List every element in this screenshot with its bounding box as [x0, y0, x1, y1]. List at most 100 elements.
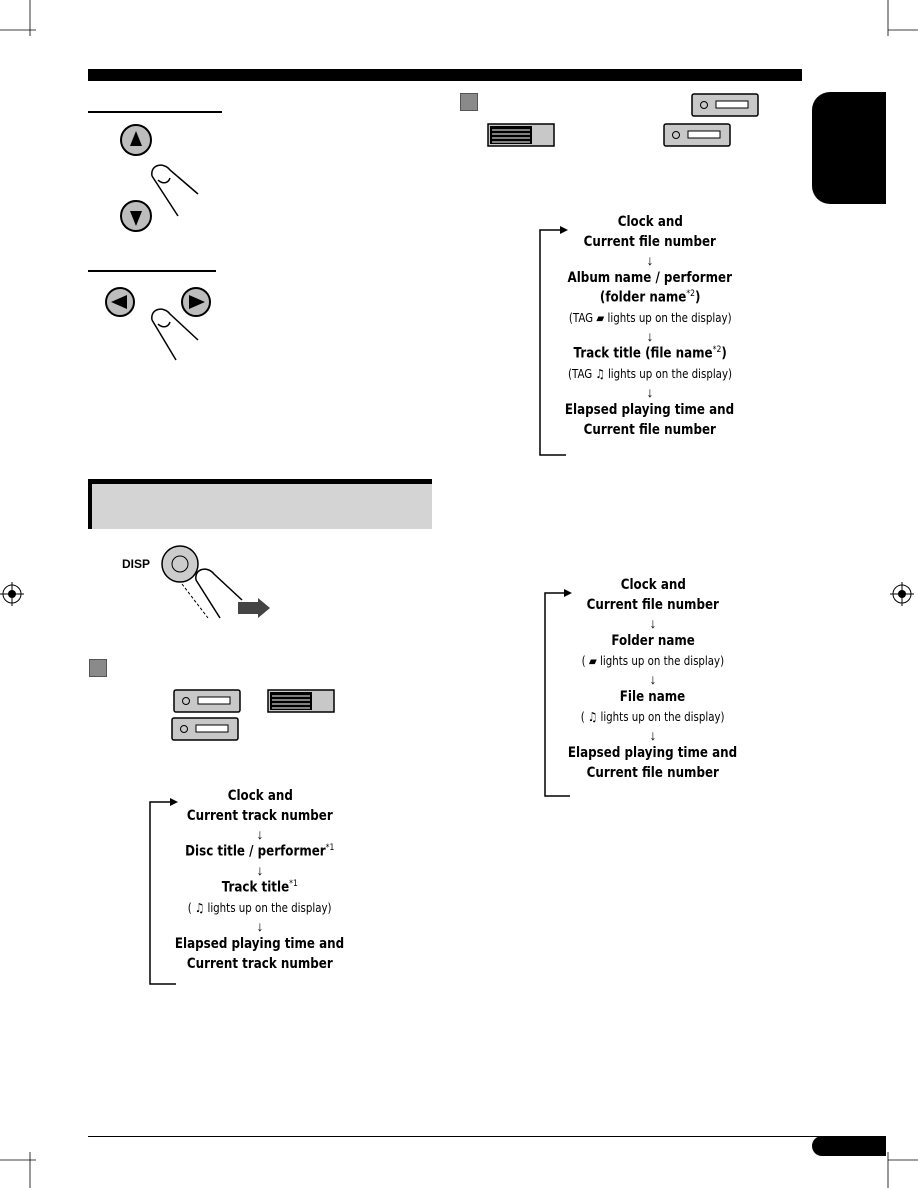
flow-step-text: (TAG ▰ lights up on the display)	[568, 310, 732, 325]
flow-step: Track title (file name*2) (TAG ♫ lights u…	[540, 344, 760, 384]
down-arrow-icon: ↓	[646, 384, 654, 400]
footnote-marker: *1	[289, 879, 299, 890]
flow-step: Disc title / performer*1	[150, 842, 370, 862]
changer-icon	[267, 689, 335, 713]
cd-unit-icon-2	[663, 123, 731, 147]
source-icons-right	[487, 93, 759, 147]
flow-step-text: (folder name*2)	[599, 289, 701, 306]
flow-step-line: Current file number	[540, 232, 760, 252]
left-button-icon	[105, 287, 135, 317]
flow-step-text: ( ▰ lights up on the display)	[581, 653, 725, 668]
flow-step-text: Disc title / performer*1	[185, 843, 335, 860]
press-arrow-icon	[238, 598, 270, 618]
flow-step-text: Current track number	[187, 808, 333, 824]
left-right-buttons-illustration	[105, 287, 211, 361]
down-arrow-icon: ↓	[256, 826, 264, 842]
section-heading-box	[88, 479, 432, 529]
page-number-pill	[812, 1136, 886, 1156]
language-tab	[812, 92, 886, 204]
flow-step-line: Track title (file name*2)	[540, 344, 760, 364]
flow-step-line: Clock and	[540, 212, 760, 232]
flow-step-line: Current track number	[150, 806, 370, 826]
flow-step-text: Current file number	[583, 422, 717, 438]
flow-step-text: Clock and	[617, 214, 683, 230]
up-button-icon	[120, 124, 152, 156]
down-arrow-icon: ↓	[256, 918, 264, 934]
down-arrow-icon: ↓	[646, 328, 654, 344]
flow-step-text: Clock and	[227, 788, 293, 804]
footnote-marker: *2	[686, 289, 695, 300]
up-down-buttons-illustration	[120, 124, 199, 232]
closing-paren: )	[694, 290, 701, 306]
flow-step-line: Current file number	[543, 763, 763, 783]
down-arrow-icon: ↓	[649, 615, 657, 631]
disp-label: DISP	[122, 557, 151, 571]
flow-step-text: Current file number	[586, 765, 720, 781]
down-arrow-icon: ↓	[646, 252, 654, 268]
flow-step: Album name / performer (folder name*2) (TA…	[540, 268, 760, 328]
registration-mark-right	[890, 582, 914, 606]
registration-mark-left	[0, 582, 24, 606]
flow-step-line: Current file number	[543, 595, 763, 615]
closing-paren: )	[721, 346, 727, 362]
flow-step-text: Folder name	[611, 633, 695, 649]
footer-rule	[88, 1136, 884, 1137]
step-marker	[89, 659, 107, 677]
flow-step-line: Track title*1	[150, 878, 370, 898]
flow-step-line: Folder name	[543, 631, 763, 651]
step-marker	[460, 93, 478, 111]
down-arrow-icon: ↓	[649, 671, 657, 687]
flow-step-line: Elapsed playing time and	[150, 934, 370, 954]
down-arrow-icon: ↓	[649, 727, 657, 743]
flow-step: Folder name ( ▰ lights up on the display)	[543, 631, 763, 671]
flow-step-line: Elapsed playing time and	[543, 743, 763, 763]
down-button-icon	[120, 200, 152, 232]
cd-unit-icon-2	[171, 717, 239, 741]
flow-step-text: Album name / performer	[567, 270, 733, 286]
cd-unit-icon	[691, 93, 759, 117]
loop-bracket-left	[149, 801, 176, 985]
finger-icon	[195, 568, 243, 619]
flow-step-text: Track title (file name*2)	[573, 345, 727, 362]
flow-step-line: (TAG ♫ lights up on the display)	[540, 364, 760, 384]
section-rule-2	[88, 270, 216, 272]
flow-step-text: Elapsed playing time and	[175, 936, 345, 952]
right-button-icon	[181, 287, 211, 317]
finger-icon	[151, 308, 199, 361]
down-arrow-icon: ↓	[256, 862, 264, 878]
flow-step-line: Album name / performer	[540, 268, 760, 288]
flow-step-line: ( ♫ lights up on the display)	[543, 707, 763, 727]
flow-step-line: Current track number	[150, 954, 370, 974]
changer-icon	[487, 123, 555, 147]
flow-step-line: Disc title / performer*1	[150, 842, 370, 862]
flow-step-text: File name	[620, 689, 686, 705]
flow-step-text: Clock and	[620, 577, 686, 593]
flow-step-text: ( ♫ lights up on the display)	[581, 709, 725, 724]
flow-step-line: Elapsed playing time and	[540, 400, 760, 420]
cd-unit-icon	[173, 689, 241, 713]
source-icons-left	[171, 689, 335, 741]
flow-step-text: (TAG ♫ lights up on the display)	[567, 366, 733, 381]
flow-step: File name ( ♫ lights up on the display)	[543, 687, 763, 727]
flow-step-text: Current track number	[187, 956, 333, 972]
finger-icon	[151, 164, 199, 217]
flow-step-line: ( ♫ lights up on the display)	[150, 898, 370, 918]
disp-button-icon	[161, 545, 199, 583]
flow-step-line: Clock and	[543, 575, 763, 595]
flow-step-text: Track title*1	[221, 879, 299, 896]
header-bar	[88, 69, 802, 81]
disp-button-illustration	[161, 545, 270, 619]
flow-step-line: File name	[543, 687, 763, 707]
flow-step-text: ( ♫ lights up on the display)	[188, 900, 332, 915]
loop-bracket-right-top	[539, 229, 566, 456]
flow-step-line: Current file number	[540, 420, 760, 440]
